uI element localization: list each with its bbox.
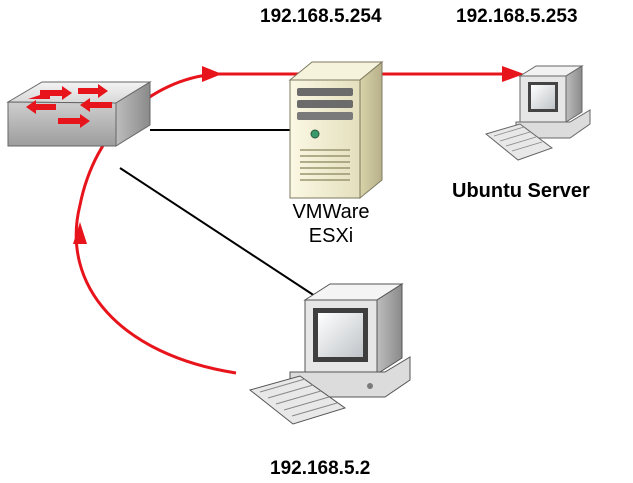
client-ip-label: 192.168.5.2: [270, 458, 371, 479]
network-switch-icon: [6, 81, 152, 147]
esxi-ip-label: 192.168.5.254: [260, 6, 382, 27]
flow-arrowhead-mid: [202, 66, 222, 82]
link-switch-client: [119, 167, 319, 299]
flow-arrowhead-end: [502, 66, 524, 82]
esxi-name-line2: ESXi: [308, 225, 354, 247]
tower-server-icon: [288, 60, 384, 200]
client-computer-icon: [248, 283, 411, 425]
ubuntu-server-label: Ubuntu Server: [452, 180, 590, 202]
flow-arrowhead-up: [73, 222, 87, 244]
ubuntu-ip-label: 192.168.5.253: [456, 6, 578, 27]
flow-arrow-path: [74, 72, 520, 375]
ubuntu-computer-icon: [484, 65, 591, 161]
esxi-name-line1: VMWare: [292, 201, 370, 223]
esxi-name-label: VMWare ESXi: [286, 200, 376, 248]
